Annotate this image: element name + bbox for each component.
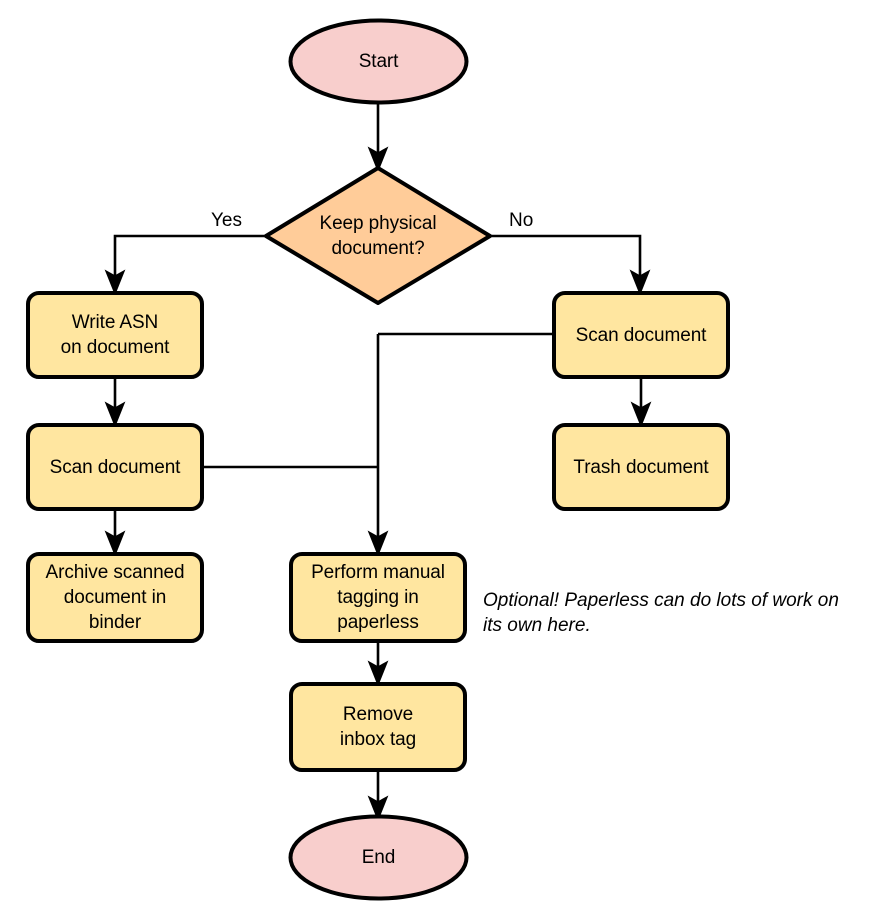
edge-decision-to-scan-right xyxy=(490,234,651,296)
node-end-shape[interactable] xyxy=(288,814,469,901)
edge-label-yes: Yes xyxy=(211,210,242,231)
node-decision-shape[interactable] xyxy=(264,166,492,305)
node-tagging-shape[interactable] xyxy=(289,552,467,643)
node-archive-shape[interactable] xyxy=(26,552,204,643)
node-scan-right-shape[interactable] xyxy=(552,291,730,379)
node-write-asn-shape[interactable] xyxy=(26,291,204,379)
node-trash-shape[interactable] xyxy=(552,423,730,511)
node-remove-shape[interactable] xyxy=(289,682,467,772)
node-start-shape[interactable] xyxy=(288,18,469,105)
edge-label-no: No xyxy=(509,210,534,231)
node-scan-left-shape[interactable] xyxy=(26,423,204,511)
optional-note-text: Optional! Paperless can do lots of work … xyxy=(483,590,839,636)
edge-decision-to-write-asn xyxy=(104,234,266,296)
